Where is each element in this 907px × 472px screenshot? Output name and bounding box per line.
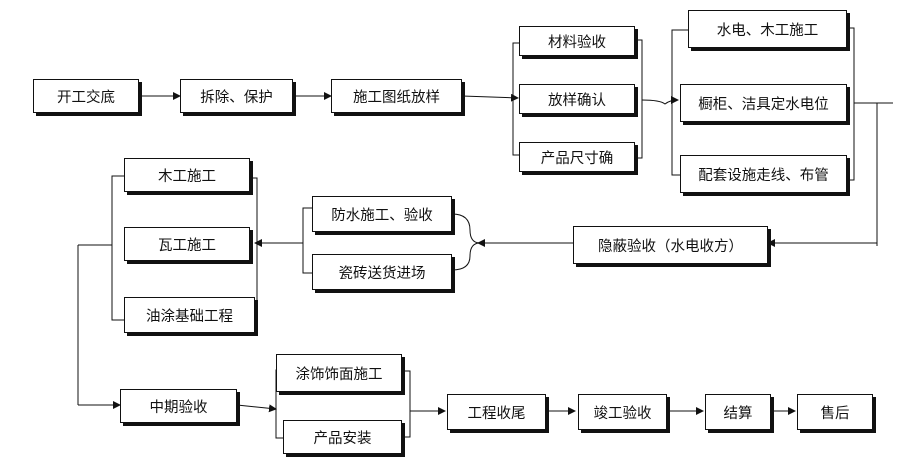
bracket-install-right [847, 27, 855, 181]
arrow-zhongqi-to-finish [236, 404, 277, 413]
node-label: 橱柜、洁具定水电位 [698, 96, 829, 113]
node-label: 涂饰饰面施工 [295, 366, 383, 383]
node-gongcheng-shouwei: 工程收尾 [447, 394, 546, 430]
node-zhongqi-yanshou: 中期验收 [120, 389, 237, 423]
node-label: 售后 [820, 405, 850, 422]
node-label: 中期验收 [149, 399, 208, 416]
node-label: 工程收尾 [467, 405, 526, 422]
node-label: 水电、木工施工 [716, 22, 819, 39]
node-jiesuan: 结算 [705, 394, 771, 430]
bracket-waterproof-left [302, 207, 312, 274]
node-peitao-sheshi: 配套设施走线、布管 [680, 155, 847, 193]
node-chugui-jieju: 橱柜、洁具定水电位 [680, 84, 847, 122]
bracket-material-left [512, 42, 521, 156]
node-cailiao-yanshou: 材料验收 [519, 26, 635, 56]
node-shigong-tuzhi: 施工图纸放样 [331, 79, 462, 113]
node-wagong-shigong: 瓦工施工 [124, 227, 250, 261]
bracket-craft-left [111, 175, 124, 321]
arrow-shigongtu-to-fangyang [461, 93, 519, 102]
node-label: 油涂基础工程 [146, 308, 233, 325]
node-label: 产品安装 [313, 430, 372, 447]
node-label: 拆除、保护 [200, 89, 273, 106]
node-label: 竣工验收 [593, 405, 652, 422]
node-label: 防水施工、验收 [331, 207, 433, 224]
node-youtu-jichu: 油涂基础工程 [124, 297, 255, 333]
node-label: 隐蔽验收（水电收方） [598, 238, 743, 255]
node-label: 配套设施走线、布管 [698, 167, 829, 184]
node-shouhou: 售后 [797, 394, 873, 430]
node-chanpin-chicun: 产品尺寸确 [519, 142, 635, 172]
node-label: 放样确认 [548, 92, 606, 109]
brace-waterproof-right [451, 213, 481, 271]
node-label: 木工施工 [158, 168, 216, 185]
bracket-finish-right [402, 370, 411, 438]
node-kaigong-jiaodi: 开工交底 [33, 79, 139, 113]
arrow-material-to-install [641, 96, 679, 105]
node-label: 瓷砖送货进场 [338, 265, 426, 282]
node-label: 瓦工施工 [158, 237, 216, 254]
node-label: 结算 [723, 405, 753, 422]
node-chanpin-anzhuang: 产品安装 [283, 420, 402, 454]
node-chaichu-baohu: 拆除、保护 [180, 79, 293, 113]
node-label: 产品尺寸确 [540, 150, 614, 167]
node-shuidian-mugong: 水电、木工施工 [688, 10, 847, 48]
node-yinbi-yanshou: 隐蔽验收（水电收方） [573, 226, 768, 264]
node-tushi-shimian: 涂饰饰面施工 [276, 354, 402, 392]
node-label: 开工交底 [57, 89, 115, 106]
bracket-material-right [635, 39, 643, 159]
node-label: 施工图纸放样 [353, 89, 440, 106]
node-fangshui-shigong: 防水施工、验收 [312, 196, 452, 232]
node-jungong-yanshou: 竣工验收 [578, 394, 667, 430]
node-mugong-shigong: 木工施工 [124, 158, 250, 192]
node-cizhuan-songhuo: 瓷砖送货进场 [312, 254, 452, 290]
node-fangyang-queren: 放样确认 [519, 84, 635, 114]
node-label: 材料验收 [548, 34, 606, 51]
